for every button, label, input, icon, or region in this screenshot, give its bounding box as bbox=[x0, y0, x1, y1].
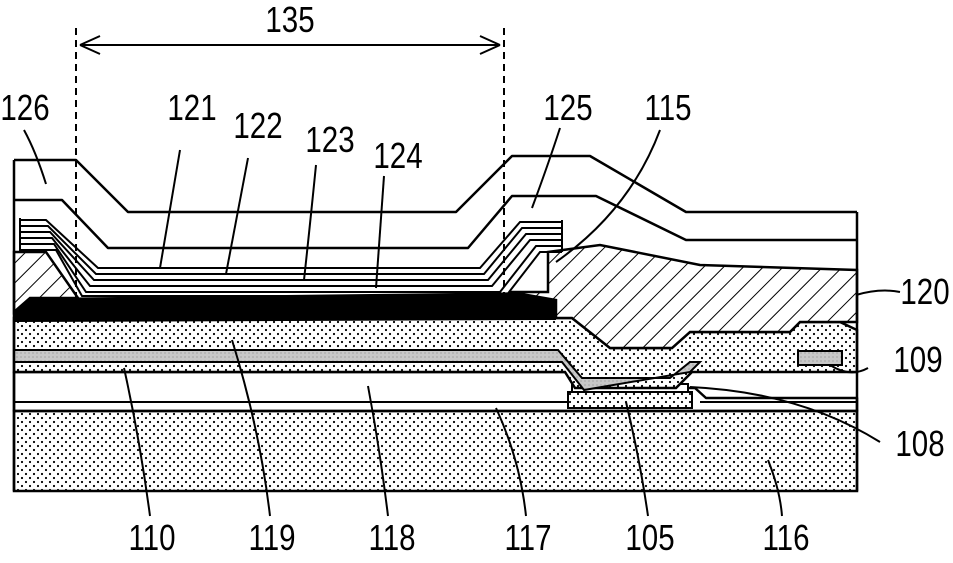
label-116: 116 bbox=[762, 517, 809, 557]
semiconductor-105 bbox=[568, 392, 692, 408]
label-121: 121 bbox=[167, 87, 216, 127]
label-105: 105 bbox=[625, 517, 674, 557]
label-119: 119 bbox=[248, 517, 295, 557]
label-124: 124 bbox=[373, 135, 422, 175]
label-109: 109 bbox=[893, 339, 942, 379]
label-123: 123 bbox=[305, 119, 354, 159]
layer-125 bbox=[14, 196, 857, 248]
film-stack bbox=[20, 218, 562, 296]
layer-126 bbox=[14, 156, 857, 212]
label-135: 135 bbox=[265, 0, 314, 40]
label-115: 115 bbox=[644, 87, 691, 127]
label-120: 120 bbox=[900, 271, 949, 311]
label-126: 126 bbox=[0, 87, 49, 127]
electrode-109 bbox=[798, 351, 842, 365]
label-117: 117 bbox=[504, 517, 551, 557]
label-110: 110 bbox=[128, 517, 175, 557]
label-108: 108 bbox=[895, 423, 944, 463]
label-122: 122 bbox=[233, 105, 282, 145]
label-118: 118 bbox=[368, 517, 415, 557]
label-125: 125 bbox=[543, 87, 592, 127]
